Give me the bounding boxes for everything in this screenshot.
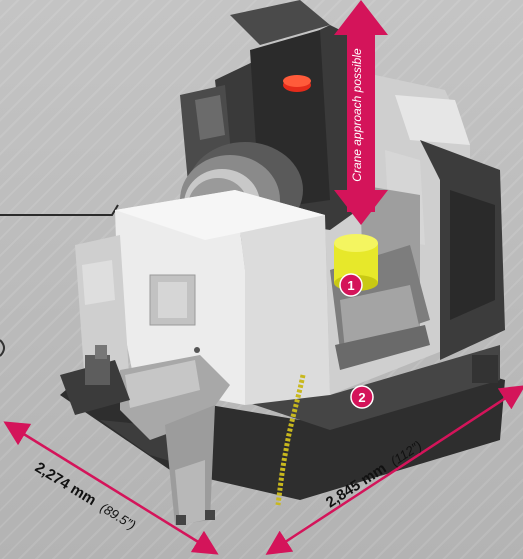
leader-line — [0, 204, 119, 216]
depth-dimension-arrow — [3, 421, 219, 555]
marker-2: 2 — [350, 385, 374, 409]
marker-1: 1 — [339, 273, 363, 297]
front-cabinet — [115, 190, 330, 405]
width-dimension-arrow — [265, 385, 523, 555]
left-edge-mark — [0, 339, 5, 357]
depth-value: 2,274 mm — [32, 459, 99, 509]
crane-arrow — [334, 0, 388, 225]
crane-label: Crane approach possible — [350, 48, 364, 182]
marker-2-label: 2 — [358, 390, 365, 405]
depth-imperial: (89.5″) — [98, 500, 139, 533]
left-panel — [75, 235, 130, 390]
marker-1-label: 1 — [347, 278, 354, 293]
hydraulic-unit — [60, 345, 130, 415]
